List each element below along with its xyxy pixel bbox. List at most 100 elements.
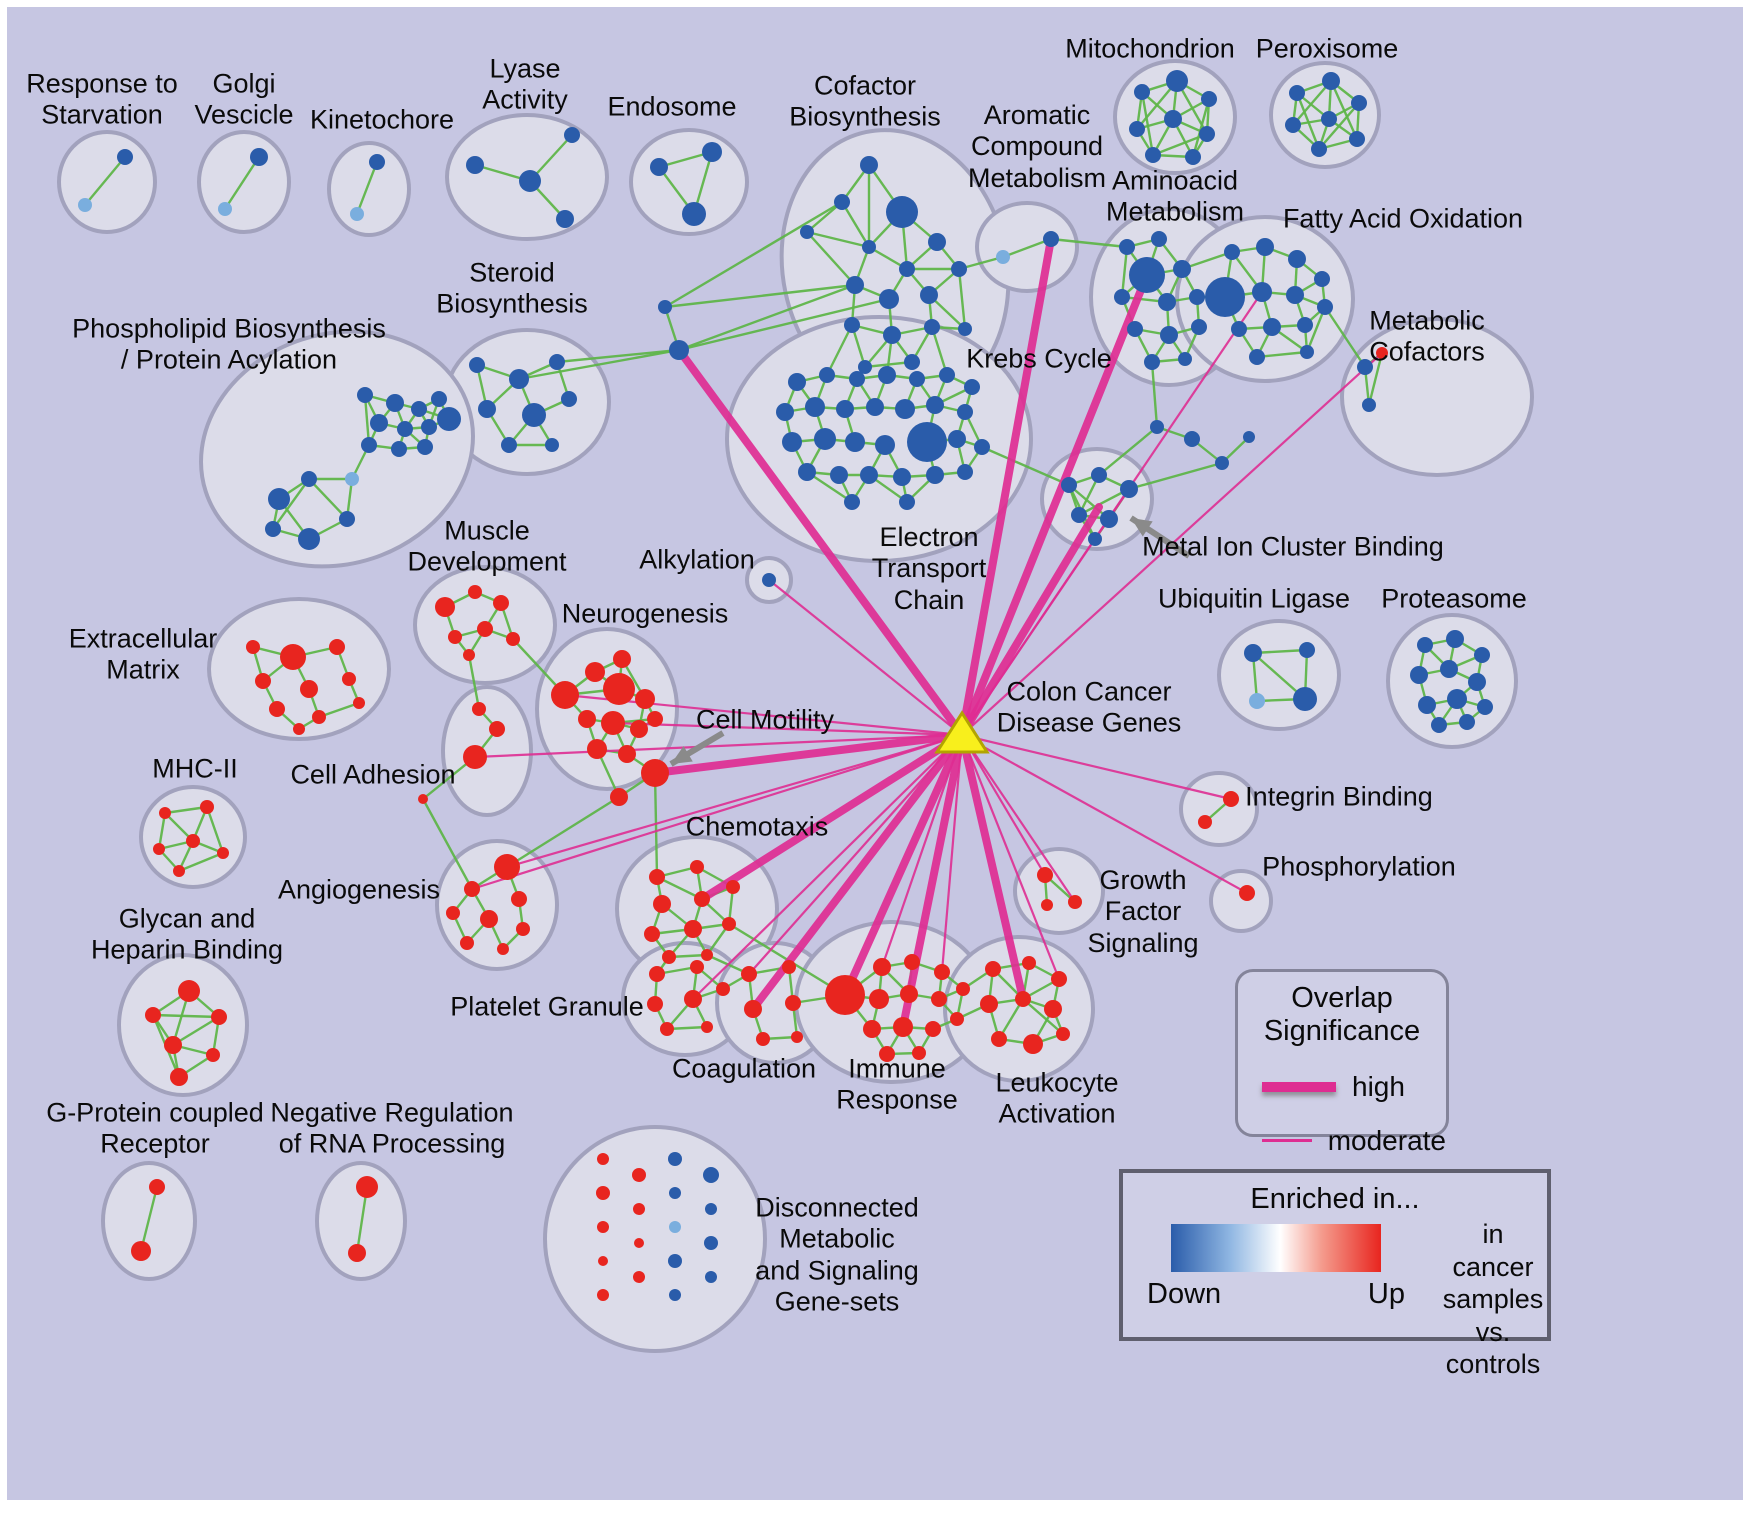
high-significance-line-sample: [1262, 1081, 1336, 1092]
gene-set-edge: [1098, 426, 1158, 476]
gene-set-node: [269, 701, 285, 717]
gene-set-node: [907, 422, 947, 462]
network-diagram: [57, 59, 1534, 1353]
gene-set-node: [858, 360, 872, 374]
gene-set-node: [931, 991, 947, 1007]
gene-set-node: [421, 419, 437, 435]
gene-set-node: [1474, 647, 1490, 663]
gene-set-node: [782, 960, 796, 974]
gene-set-node: [762, 573, 776, 587]
gene-set-node: [634, 1238, 644, 1248]
gene-set-node: [1440, 660, 1458, 678]
metal-ion-pointer-arrowhead: [1131, 518, 1153, 537]
gene-set-node: [996, 250, 1010, 264]
gene-set-node: [948, 430, 966, 448]
gene-set-edge: [363, 394, 371, 446]
gene-set-node: [974, 439, 990, 455]
gene-set-node: [776, 403, 794, 421]
gene-set-node: [860, 466, 878, 484]
overlap-link-moderate: [961, 734, 1046, 876]
gene-set-node: [597, 1153, 609, 1165]
gene-set-node: [895, 399, 915, 419]
overlap-link-moderate: [940, 734, 964, 973]
gene-set-node: [480, 910, 498, 928]
gene-set-node: [357, 387, 373, 403]
gene-set-node: [369, 154, 385, 170]
gene-set-node: [1288, 250, 1306, 268]
gene-set-node: [1023, 1034, 1043, 1054]
gene-set-node: [950, 1012, 964, 1026]
overlap-link-moderate: [961, 734, 1248, 894]
enriched-legend-title: Enriched in...: [1250, 1183, 1420, 1215]
gene-set-node: [791, 1031, 803, 1043]
gene-set-node: [701, 1021, 713, 1033]
gene-set-edge: [825, 324, 854, 376]
gene-set-edge: [1191, 98, 1211, 158]
gene-set-edge: [84, 156, 126, 206]
overlap-link-high: [841, 731, 966, 999]
overlap-link-high: [899, 731, 966, 1031]
gene-set-node: [647, 711, 663, 727]
gene-set-node: [964, 379, 980, 395]
gene-set-node: [958, 322, 972, 336]
gene-set-node: [497, 943, 509, 955]
gene-set-edge: [157, 812, 167, 850]
gene-set-node: [1205, 277, 1245, 317]
gene-set-node: [1015, 991, 1031, 1007]
gene-set-edge: [1150, 361, 1159, 428]
gene-set-node: [684, 990, 702, 1008]
gene-set-node: [1134, 84, 1150, 100]
gene-set-node: [386, 394, 404, 412]
gene-set-node: [741, 966, 757, 982]
gene-set-node: [1447, 689, 1467, 709]
layer-nodes: [78, 70, 1493, 1301]
gene-set-node: [669, 1221, 681, 1233]
gene-set-node: [684, 920, 702, 938]
gene-set-node: [464, 881, 480, 897]
gene-set-node: [1431, 717, 1447, 733]
gene-set-node: [1127, 321, 1143, 337]
gene-set-node: [726, 880, 740, 894]
overlap-link-moderate: [960, 734, 1061, 980]
gene-set-node: [662, 950, 676, 964]
gene-set-node: [206, 1048, 220, 1062]
gene-set-node: [1160, 326, 1178, 344]
gene-set-node: [312, 710, 326, 724]
gene-set-node: [200, 800, 214, 814]
gene-set-node: [939, 367, 955, 383]
gene-set-edge: [656, 875, 703, 901]
gene-set-node: [1129, 257, 1165, 293]
gene-set-node: [805, 397, 825, 417]
overlap-link-moderate: [692, 734, 963, 1000]
gene-set-node: [300, 680, 318, 698]
gene-set-node: [1120, 480, 1138, 498]
gene-set-node: [350, 207, 364, 221]
gene-set-node: [342, 672, 356, 686]
gene-set-node: [844, 317, 860, 333]
gene-set-node: [1201, 91, 1217, 107]
gene-set-node: [1418, 696, 1436, 714]
gene-set-edge: [1295, 92, 1321, 150]
gene-set-node: [159, 807, 171, 819]
gene-set-node: [669, 1289, 681, 1301]
gene-set-edge: [1367, 352, 1384, 406]
gene-set-node: [613, 650, 631, 668]
gene-set-edge: [506, 795, 620, 869]
gene-set-node: [131, 1241, 151, 1261]
gene-set-node: [489, 721, 505, 737]
gene-set-edge: [152, 1013, 220, 1019]
gene-set-node: [618, 745, 636, 763]
gene-set-node: [635, 689, 655, 709]
gene-set-node: [926, 396, 944, 414]
gene-set-node: [268, 488, 290, 510]
cluster-bubble-response-to-starvation: [57, 130, 157, 234]
gene-set-node: [883, 326, 901, 344]
gene-set-node: [298, 528, 320, 550]
gene-set-edge: [518, 348, 680, 381]
gene-set-node: [1184, 431, 1200, 447]
cluster-bubble-growth-factor-signaling: [1013, 847, 1105, 935]
gene-set-node: [173, 865, 185, 877]
overlap-link-moderate: [612, 721, 963, 737]
gene-set-node: [900, 985, 918, 1003]
gene-set-node: [1056, 1027, 1070, 1041]
